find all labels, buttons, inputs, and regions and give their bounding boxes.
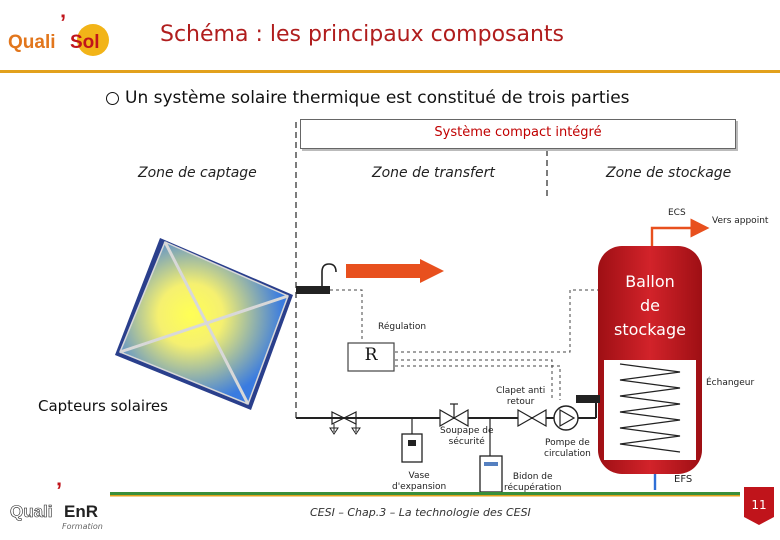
compact-system-box	[300, 119, 736, 149]
collector-outlet-pipe	[296, 286, 330, 294]
svg-text:’: ’	[56, 478, 62, 503]
svg-text:’: ’	[60, 10, 66, 35]
check-valve-icon	[517, 408, 547, 428]
svg-text:Quali: Quali	[10, 502, 53, 521]
echangeur-label: Échangeur	[706, 378, 755, 388]
tank-label-line-1: Ballon	[625, 272, 675, 291]
collectors-label: Capteurs solaires	[38, 397, 168, 415]
zone-captage-label: Zone de captage	[138, 165, 257, 181]
ecs-outlet-arrow	[650, 218, 710, 246]
pompe-label: Pompe de circulation	[544, 438, 591, 460]
regulation-box	[347, 342, 395, 372]
storage-tank	[598, 246, 702, 474]
safety-valve-icon	[439, 403, 469, 428]
vase-label-line-1: Vase	[408, 471, 430, 481]
ecs-label: ECS	[668, 208, 686, 218]
clapet-label: Clapet anti retour	[496, 386, 545, 408]
temperature-probe-icon	[321, 263, 337, 290]
soupape-label-line-2: sécurité	[448, 437, 485, 447]
bidon-label: Bidon de récupération	[504, 472, 561, 494]
efs-label: EFS	[674, 474, 693, 485]
compact-system-label: Système compact intégré	[434, 125, 602, 140]
pompe-label-line-1: Pompe de	[545, 438, 590, 448]
qualisol-logo: Quali ’ Sol	[6, 10, 118, 60]
tank-label-line-3: stockage	[614, 320, 686, 339]
logo-sub-label: Formation	[62, 522, 103, 531]
vase-label-line-2: d'expansion	[392, 482, 447, 492]
clapet-label-line-2: retour	[506, 397, 535, 407]
qualienr-logo: Quali ’ EnR	[10, 478, 98, 521]
bidon-label-line-1: Bidon de	[512, 472, 553, 482]
page-number: 11	[751, 498, 767, 512]
vase-label: Vase d'expansion	[392, 471, 446, 493]
pompe-label-line-2: circulation	[544, 449, 591, 459]
bullet-icon	[106, 91, 119, 105]
svg-text:EnR: EnR	[64, 502, 98, 521]
bidon-label-line-2: récupération	[504, 483, 562, 493]
zone-stockage-label: Zone de stockage	[606, 165, 732, 181]
tank-label-line-2: de	[640, 296, 660, 315]
isolation-valves-icon	[329, 411, 361, 435]
page-badge-shape	[744, 487, 774, 525]
heat-exchanger-coil	[619, 363, 681, 453]
footer-caption: CESI – Chap.3 – La technologie des CESI	[310, 506, 531, 519]
soupape-label: Soupape de sécurité	[440, 426, 494, 448]
hot-flow-arrow	[346, 259, 444, 283]
circulation-pump-icon	[553, 405, 579, 431]
zone-transfert-label: Zone de transfert	[372, 165, 495, 181]
regulation-label: Régulation	[378, 322, 427, 332]
svg-text:Quali: Quali	[8, 32, 56, 53]
vers-appoint-label: Vers appoint	[712, 216, 769, 226]
svg-text:Sol: Sol	[70, 32, 100, 53]
title-underline	[0, 70, 780, 73]
page-title: Schéma : les principaux composants	[160, 22, 565, 47]
tank-label: Ballon de stockage	[598, 270, 702, 342]
regulation-symbol: R	[364, 345, 378, 365]
expansion-vessel-icon	[401, 418, 423, 463]
footer-rule	[110, 492, 740, 495]
clapet-label-line-1: Clapet anti	[496, 386, 546, 396]
solar-collector	[115, 238, 293, 410]
intro-bullet: Un système solaire thermique est constit…	[106, 88, 630, 108]
intro-text: Un système solaire thermique est constit…	[125, 88, 630, 108]
soupape-label-line-1: Soupape de	[440, 426, 494, 436]
